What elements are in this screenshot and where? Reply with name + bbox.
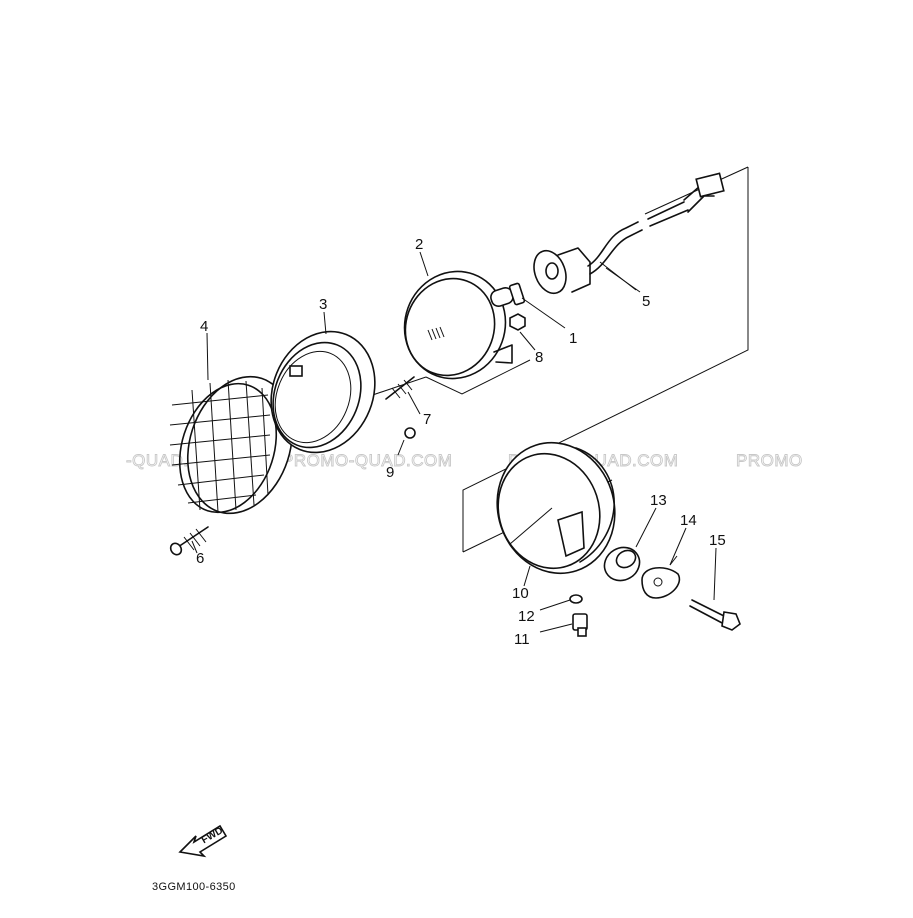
label-part-3: 3 [319,296,327,313]
watermark-2: PROMO-QUAD.COM [282,451,452,470]
label-part-7: 7 [423,411,431,428]
label-part-2: 2 [415,236,423,253]
part-8-nut [509,313,526,331]
label-part-1: 1 [569,330,577,347]
label-part-13: 13 [650,492,667,509]
part-14-bracket [641,555,681,599]
label-part-10: 10 [512,585,529,602]
label-part-5: 5 [642,293,650,310]
label-part-6: 6 [196,550,204,567]
label-part-14: 14 [680,512,697,529]
label-part-8: 8 [535,349,543,366]
part-13-grommet [603,546,641,582]
label-part-15: 15 [709,532,726,549]
part-15-bolt [689,547,741,631]
part-3-rim [270,330,376,454]
part-10-housing [496,441,616,575]
part-2-lens-unit [403,270,513,380]
part-9-screw [397,427,416,456]
part-12-washer [569,594,583,604]
part-5-socket-harness [533,172,725,295]
fwd-arrow-icon: FWD [178,824,228,858]
figure-code: 3GGM100-6350 [152,881,236,893]
watermark-4: PROMO [736,451,803,470]
part-1-bulb [490,282,566,329]
label-part-4: 4 [200,318,208,335]
part-labels: 1 2 3 4 5 6 7 8 9 10 11 12 13 14 15 [196,236,726,648]
label-part-11: 11 [514,631,530,648]
part-7-screw [385,376,421,415]
label-part-12: 12 [518,608,535,625]
leader-lines [206,251,687,633]
label-part-9: 9 [386,464,394,481]
part-4-grille-guard [169,375,294,515]
part-6-screw [169,526,209,556]
part-11-bolt [572,613,588,637]
